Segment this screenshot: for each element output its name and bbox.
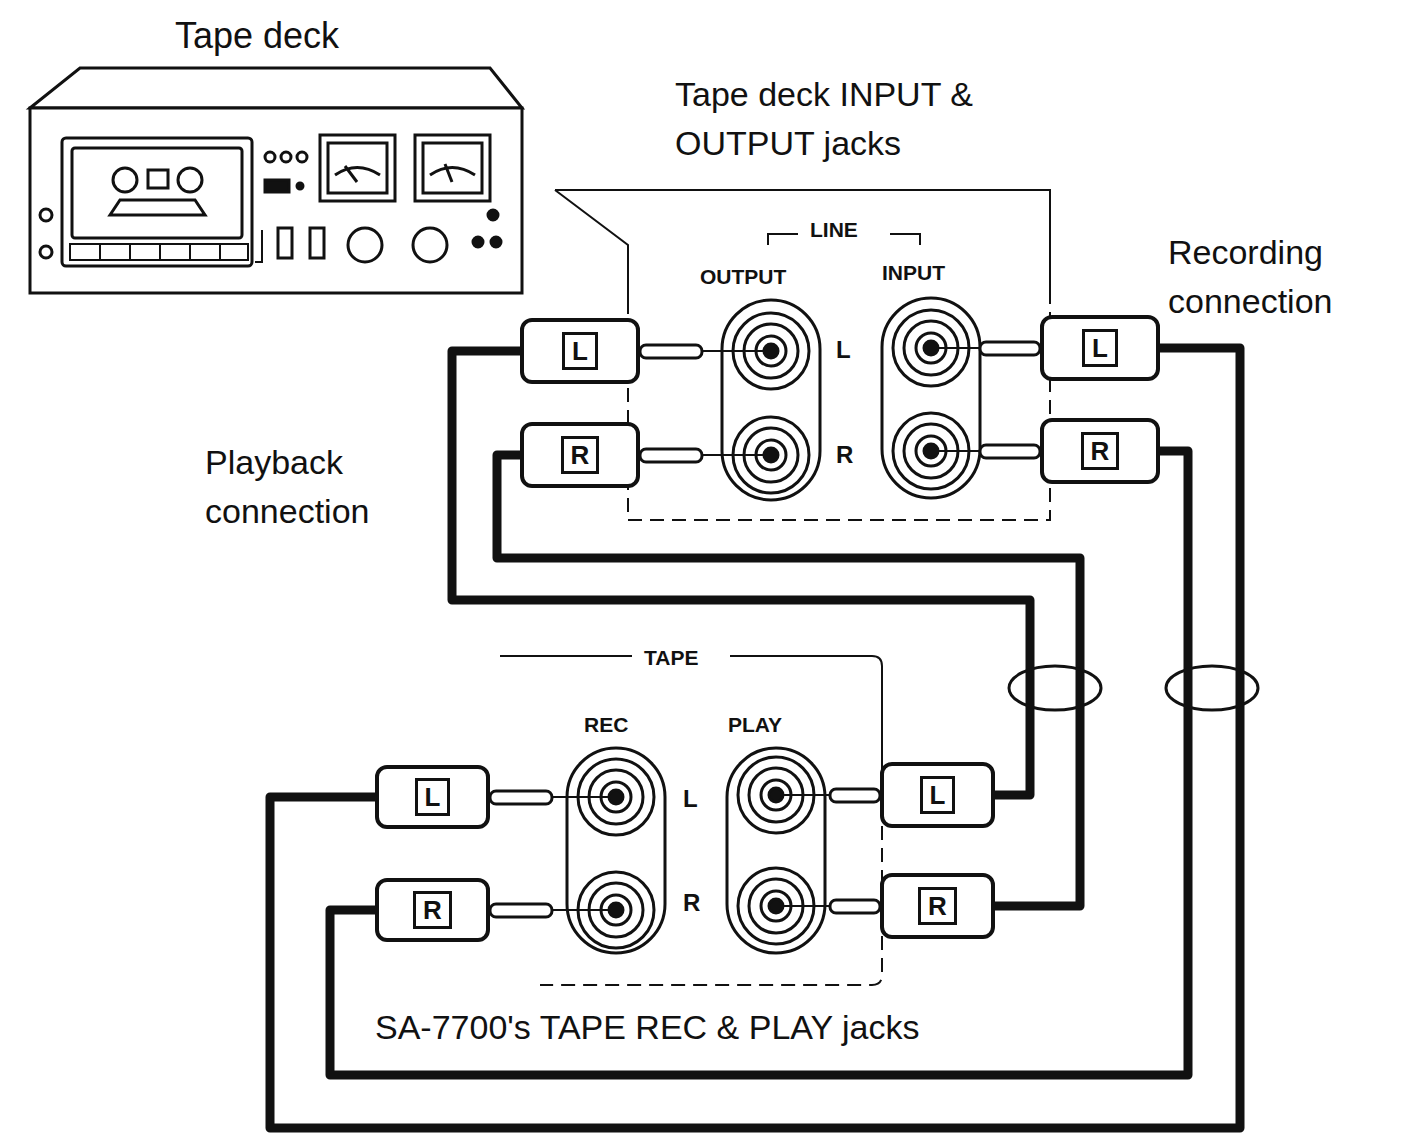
caption-label: SA-7700's TAPE REC & PLAY jacks [375,1003,919,1052]
line-jack-panel [722,298,980,500]
channel-letter: R [1081,432,1120,471]
rca-plug: R [1040,418,1160,484]
caption-label: R [836,438,853,473]
channel-letter: R [918,887,957,926]
caption-label: OUTPUT [700,262,786,292]
cable-tie [1009,666,1258,710]
channel-letter: L [415,778,451,817]
caption-label: REC [584,710,628,740]
rca-plug: L [520,318,640,384]
channel-letter: L [1082,329,1118,368]
channel-letter: R [413,891,452,930]
caption-label: LINE [806,215,862,245]
caption-label: TAPE [640,643,702,673]
rca-plug: R [520,422,640,488]
caption-label: PLAY [728,710,782,740]
rca-plug: L [880,762,995,828]
audio-cable [330,451,1188,1075]
audio-cable [452,351,1030,795]
caption-label: L [836,333,851,368]
caption-label: L [683,782,698,817]
rca-plug: L [375,765,490,829]
caption-label: R [683,886,700,921]
tape-deck-drawing [30,68,522,293]
channel-letter: L [920,776,956,815]
caption-label: Playback connection [205,438,435,537]
caption-label: Tape deck [175,10,339,62]
tape-jack-panel [567,748,825,953]
caption-label: INPUT [882,258,945,288]
audio-cable [497,455,1080,906]
rca-plug: R [375,878,490,942]
rca-plug: R [880,873,995,939]
caption-label: Tape deck INPUT & OUTPUT jacks [675,70,1045,169]
audio-cable [270,348,1240,1128]
channel-letter: L [562,332,598,371]
caption-label: Recording connection [1168,228,1398,327]
channel-letter: R [561,436,600,475]
tape-bracket [500,656,882,985]
plug-pins [490,342,1040,917]
rca-plug: L [1040,315,1160,381]
